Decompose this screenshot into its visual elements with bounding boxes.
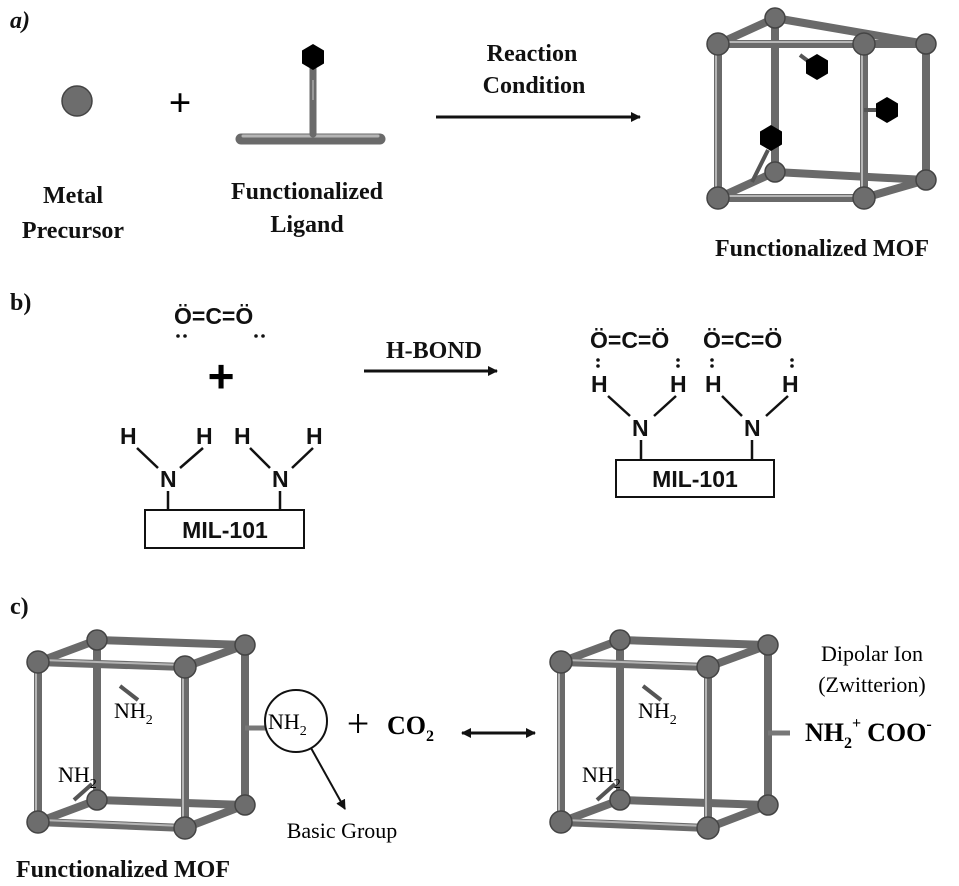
functionalized-mof-cube-c-right bbox=[549, 629, 790, 840]
amine-groups-left: H H N H H N bbox=[120, 423, 323, 510]
hexagon-group-1 bbox=[806, 54, 828, 80]
svg-text:N: N bbox=[632, 415, 649, 441]
functionalized-ligand-line2: Ligand bbox=[270, 212, 344, 238]
plus-sign-c: + bbox=[347, 701, 370, 746]
reaction-condition-line1: Reaction bbox=[487, 41, 578, 67]
functionalized-mof-caption-c: Functionalized MOF bbox=[16, 857, 230, 883]
basic-group-pointer bbox=[310, 747, 346, 810]
svg-text:H: H bbox=[196, 423, 213, 449]
svg-text:N: N bbox=[160, 466, 177, 492]
functionalized-mof-caption-a: Functionalized MOF bbox=[715, 236, 929, 262]
co2-molecule-product-1: Ö=C=Ö bbox=[590, 327, 669, 353]
nh2-circled: NH2 bbox=[268, 709, 307, 739]
mil101-box-right bbox=[615, 459, 775, 498]
hydrogen-bond-dots bbox=[596, 358, 794, 368]
co2-lone-pairs-bottom bbox=[176, 334, 265, 338]
metal-precursor-sphere bbox=[61, 85, 93, 117]
svg-text:H: H bbox=[670, 371, 687, 397]
functionalized-ligand bbox=[235, 44, 386, 145]
panel-b-label: b) bbox=[10, 290, 31, 316]
mil101-label-left: MIL-101 bbox=[182, 517, 268, 543]
hexagon-group-2 bbox=[876, 97, 898, 123]
metal-precursor-line2: Precursor bbox=[22, 218, 125, 244]
panel-c-label: c) bbox=[10, 594, 29, 620]
svg-text:N: N bbox=[744, 415, 761, 441]
plus-sign-b: + bbox=[208, 350, 235, 402]
mil101-label-right: MIL-101 bbox=[652, 466, 738, 492]
plus-sign-a: + bbox=[169, 80, 192, 125]
reaction-condition-line2: Condition bbox=[483, 73, 586, 99]
dipolar-ion-line2: (Zwitterion) bbox=[818, 672, 926, 697]
basic-group-label: Basic Group bbox=[287, 818, 398, 843]
dipolar-ion-line1: Dipolar Ion bbox=[821, 641, 923, 666]
svg-text:H: H bbox=[306, 423, 323, 449]
functionalized-mof-cube-a bbox=[706, 7, 937, 210]
nh2-label-right-cube-2: NH2 bbox=[582, 762, 621, 792]
basic-group-circle bbox=[264, 689, 328, 753]
functional-group-hexagon bbox=[302, 44, 324, 70]
nh2-label-right-cube-1: NH2 bbox=[638, 698, 677, 728]
functionalized-mof-cube-c-left bbox=[26, 629, 266, 840]
svg-text:H: H bbox=[591, 371, 608, 397]
co2-molecule-product-2: Ö=C=Ö bbox=[703, 327, 782, 353]
zwitterion-formula: NH2+COO- bbox=[805, 715, 932, 752]
panel-a-label: a) bbox=[10, 8, 30, 34]
svg-text:N: N bbox=[272, 466, 289, 492]
svg-text:H: H bbox=[782, 371, 799, 397]
nh2-label-left-cube-1: NH2 bbox=[114, 698, 153, 728]
nh2-label-left-cube-2: NH2 bbox=[58, 762, 97, 792]
svg-text:H: H bbox=[705, 371, 722, 397]
metal-precursor-line1: Metal bbox=[43, 183, 103, 209]
h-bond-label: H-BOND bbox=[386, 338, 482, 364]
co2-molecule-reactant: Ö=C=Ö bbox=[174, 303, 253, 329]
svg-text:H: H bbox=[120, 423, 137, 449]
amine-groups-right: H H N H H N bbox=[591, 371, 799, 460]
functionalized-ligand-line1: Functionalized bbox=[231, 179, 384, 205]
co2-label-c: CO2 bbox=[387, 711, 434, 745]
mil101-box-left bbox=[144, 509, 305, 549]
svg-text:H: H bbox=[234, 423, 251, 449]
